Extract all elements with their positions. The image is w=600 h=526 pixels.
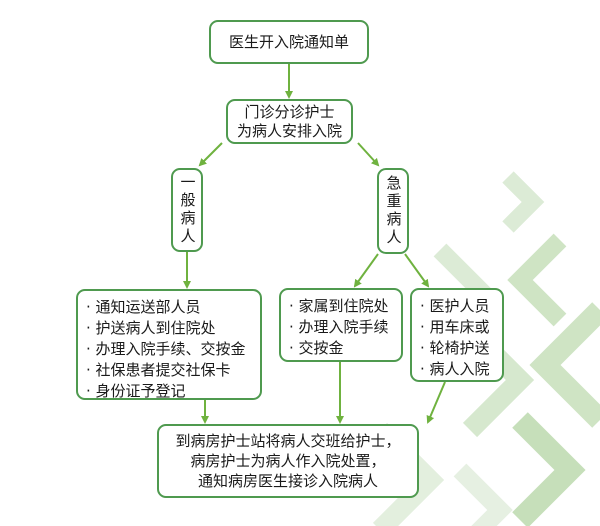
final-node: 到病房护士站将病人交班给护士， 病房护士为病人作入院处置， 通知病房医生接诊入院…: [157, 424, 419, 498]
arrow-staff-to-final: [426, 381, 446, 424]
staff-step-3: 轮椅护送: [420, 338, 502, 359]
final-line-2: 病房护士为病人作入院处置，: [190, 452, 386, 470]
general-patient-node: 一般病人: [171, 168, 203, 252]
urgent-patient-label: 急重病人: [384, 175, 403, 247]
family-step-1: 家属到住院处: [289, 296, 401, 317]
arrow-triage-to-urgent: [357, 142, 380, 167]
urgent-patient-node: 急重病人: [377, 168, 409, 254]
staff-step-4: 病人入院: [420, 359, 502, 380]
arrow-urgent-to-staff: [404, 253, 430, 288]
general-step-5: 身份证予登记: [86, 381, 260, 402]
triage-line-2: 为病人安排入院: [236, 121, 342, 140]
arrow-triage-to-general: [198, 142, 223, 167]
staff-step-2: 用车床或: [420, 317, 502, 338]
urgent-family-node: 家属到住院处 办理入院手续 交按金: [279, 288, 403, 362]
general-step-3: 办理入院手续、交按金: [86, 339, 260, 360]
final-line-3: 通知病房医生接诊入院病人: [197, 472, 378, 490]
general-patient-label: 一般病人: [178, 174, 197, 246]
staff-step-1: 医护人员: [420, 296, 502, 317]
family-step-3: 交按金: [289, 338, 401, 359]
general-steps-node: 通知运送部人员 护送病人到住院处 办理入院手续、交按金 社保患者提交社保卡 身份…: [76, 289, 262, 400]
general-step-2: 护送病人到住院处: [86, 318, 260, 339]
start-node: 医生开入院通知单: [209, 20, 369, 64]
triage-node: 门诊分诊护士 为病人安排入院: [226, 99, 353, 144]
triage-line-1: 门诊分诊护士: [244, 102, 335, 121]
start-label: 医生开入院通知单: [228, 32, 349, 51]
general-step-4: 社保患者提交社保卡: [86, 360, 260, 381]
urgent-staff-node: 医护人员 用车床或 轮椅护送 病人入院: [410, 288, 504, 382]
arrow-urgent-to-family: [353, 253, 379, 288]
family-step-2: 办理入院手续: [289, 317, 401, 338]
general-step-1: 通知运送部人员: [86, 297, 260, 318]
final-line-1: 到病房护士站将病人交班给护士，: [175, 432, 401, 450]
